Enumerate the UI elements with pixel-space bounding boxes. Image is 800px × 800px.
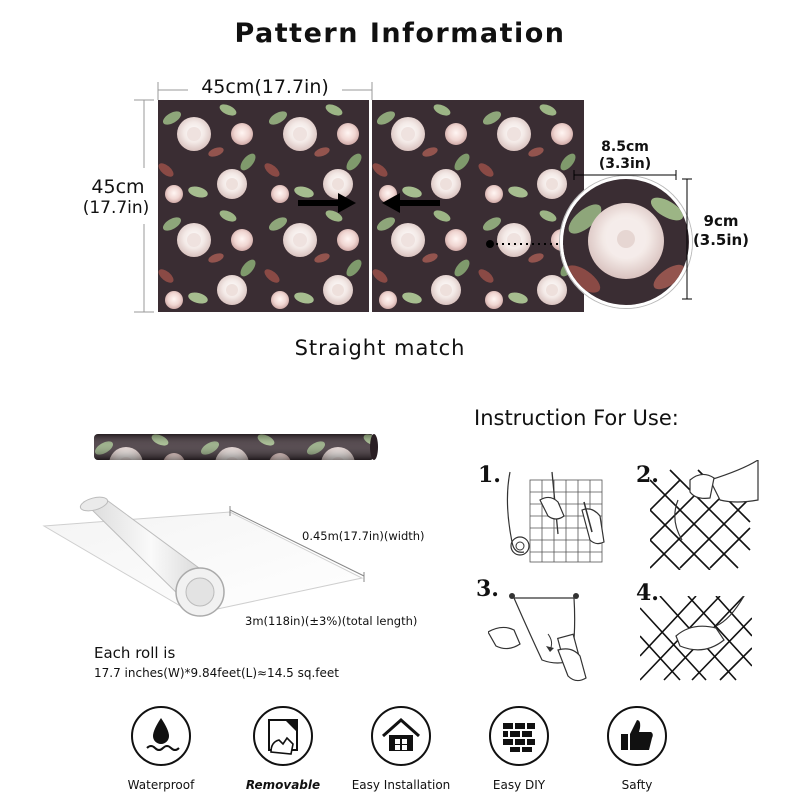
detail-height-cm: 9cm [703,212,739,230]
water-drop-icon [131,706,191,766]
each-roll-label: Each roll is [94,644,176,662]
feature-easy-diy: Easy DIY [464,706,574,792]
feature-label: Easy Installation [351,778,451,792]
feature-label: Waterproof [127,778,195,792]
feature-label: Safty [621,778,653,792]
detail-height-in: (3.5in) [692,231,750,249]
panel-seam [369,100,372,312]
step-4-number: 4. [636,580,659,606]
page-title: Pattern Information [234,18,566,49]
height-dimension-line [134,99,154,313]
brick-wall-icon [489,706,549,766]
feature-label: Removable [245,778,321,792]
detail-width-line [573,170,677,180]
closed-roll-image [94,434,378,460]
unrolled-roll-image [42,496,365,617]
step-2-number: 2. [636,462,659,488]
feature-easy-installation: Easy Installation [346,706,456,792]
width-dimension-line [157,82,373,100]
instructions-title: Instruction For Use: [474,406,679,430]
thumbs-up-icon [607,706,667,766]
each-roll-detail: 17.7 inches(W)*9.84feet(L)≈14.5 sq.feet [94,666,339,680]
match-arrows [298,193,440,213]
step-2-illustration [650,460,759,570]
step-1-illustration [506,471,605,563]
roll-length-label: 3m(118in)(±3%)(total length) [245,614,418,628]
roll-width-label: 0.45m(17.7in)(width) [302,529,425,543]
detail-height-line [682,178,692,300]
height-label-in: (17.7in) [82,198,150,218]
house-icon [371,706,431,766]
feature-removable: Removable [228,706,338,792]
step-1-number: 1. [478,462,501,488]
step-3-illustration [488,593,587,682]
width-label: 45cm(17.7in) [201,76,329,98]
detail-width-cm: 8.5cm [601,139,649,155]
feature-label: Easy DIY [492,778,546,792]
step-4-illustration [640,596,752,681]
match-type-label: Straight match [294,336,466,360]
zoom-leader-line [486,240,570,248]
peel-hand-icon [253,706,313,766]
height-label-cm: 45cm [91,176,145,198]
detail-width-in: (3.3in) [598,156,652,172]
feature-waterproof: Waterproof [106,706,216,792]
pattern-detail-circle [560,176,692,308]
feature-safety: Safty [582,706,692,792]
step-3-number: 3. [476,576,499,602]
